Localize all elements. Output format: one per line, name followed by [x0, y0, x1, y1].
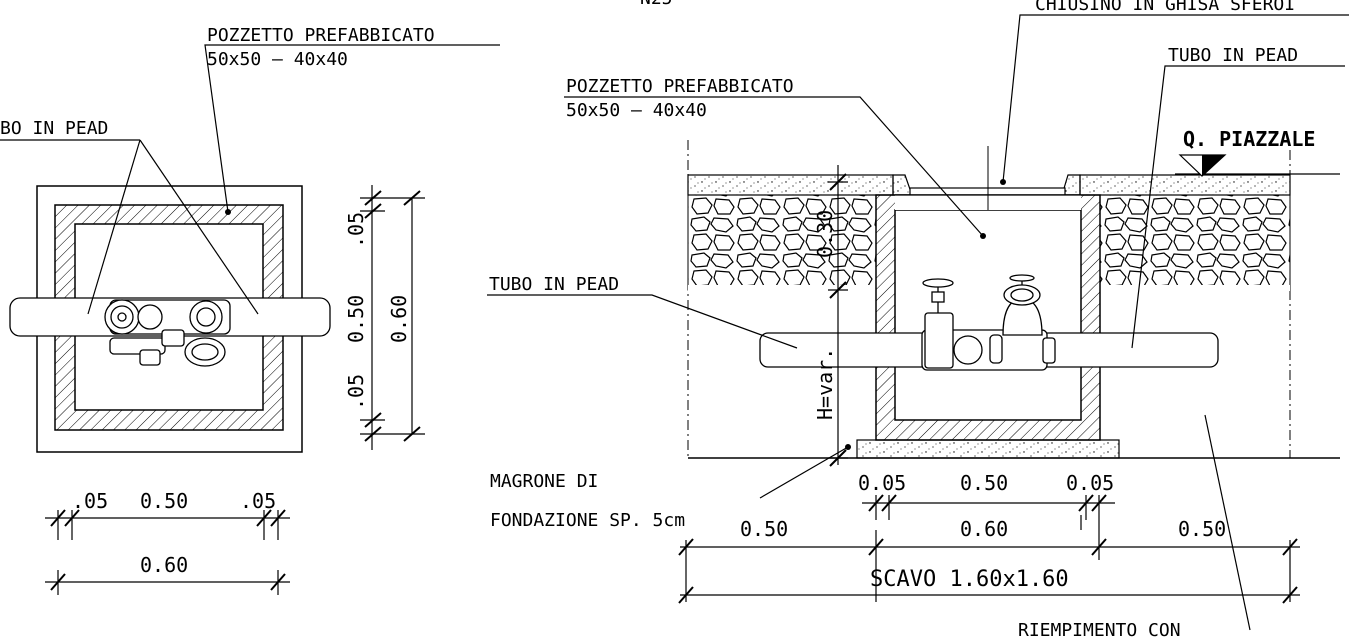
section-pozzetto-size: 50x50 – 40x40 [566, 100, 707, 121]
section-magrone [856, 439, 1120, 459]
section-view: Q. PIAZZALE POZZETTO PREFABBICATO 50x50 … [487, 0, 1349, 637]
plan-dim-bottom-left: .05 [72, 489, 108, 513]
section-magrone-line2: FONDAZIONE SP. 5cm [490, 510, 685, 531]
plan-pozzetto-title: POZZETTO PREFABBICATO [207, 25, 435, 46]
plan-valve-assembly [104, 299, 231, 367]
section-dim-outer-middle: 0.60 [960, 517, 1008, 541]
section-dim-inner-left: 0.05 [858, 471, 906, 495]
section-dim-inner-middle: 0.50 [960, 471, 1008, 495]
section-tubo-top-leader [1131, 65, 1345, 349]
section-dim-outer-right: 0.50 [1178, 517, 1226, 541]
section-stone-right [1099, 194, 1291, 291]
top-partial-label: N25 [640, 0, 673, 9]
section-dim-outer-left: 0.50 [740, 517, 788, 541]
section-riempimento-leader [1204, 414, 1251, 631]
plan-dim-bottom-middle: 0.50 [140, 489, 188, 513]
section-magrone-leader [759, 446, 849, 499]
plan-pozzetto-leader [204, 44, 500, 213]
section-stone-left [687, 194, 877, 291]
section-piazzale-label: Q. PIAZZALE [1183, 127, 1315, 151]
section-tubo-left-label: TUBO IN PEAD [489, 274, 619, 295]
section-depth-label: 0.30 [813, 210, 837, 258]
section-paving-left [687, 174, 894, 196]
plan-view: POZZETTO PREFABBICATO 50x50 – 40x40 BO I… [0, 25, 500, 595]
plan-tubo-label: BO IN PEAD [0, 118, 108, 139]
plan-dim-bottom-right: .05 [240, 489, 276, 513]
section-paving-right [1079, 174, 1291, 196]
section-dim-inner-right: 0.05 [1066, 471, 1114, 495]
section-tubo-left-leader [487, 294, 798, 349]
section-dim-vertical [828, 165, 848, 467]
plan-dim-right-top: .05 [344, 212, 368, 248]
section-pozzetto-walls [875, 194, 1101, 441]
section-dim-inner [862, 494, 1115, 520]
plan-dim-right [360, 185, 425, 450]
plan-dim-bottom [45, 509, 290, 595]
section-dim-outer [678, 515, 1300, 604]
section-magrone-line1: MAGRONE DI [490, 471, 598, 492]
section-scavo-label: SCAVO 1.60x1.60 [870, 567, 1069, 592]
plan-pozzetto-size: 50x50 – 40x40 [207, 49, 348, 70]
section-pozzetto-title: POZZETTO PREFABBICATO [566, 76, 794, 97]
section-tubo-top-label: TUBO IN PEAD [1168, 45, 1298, 66]
plan-dim-right-middle: 0.50 [344, 295, 368, 343]
plan-dim-bottom-total: 0.60 [140, 553, 188, 577]
section-riempimento-label: RIEMPIMENTO CON [1018, 620, 1181, 637]
section-height-label: H=var. [813, 348, 837, 420]
plan-pozzetto-walls [54, 204, 284, 431]
section-chiusino-leader [1002, 14, 1349, 183]
plan-dim-right-bottom: .05 [344, 374, 368, 410]
section-pozzetto-leader [564, 96, 984, 237]
section-valve-assembly [921, 274, 1056, 371]
section-chiusino-label: CHIUSINO IN GHISA SFEROI [1035, 0, 1295, 15]
plan-dim-right-total: 0.60 [387, 295, 411, 343]
